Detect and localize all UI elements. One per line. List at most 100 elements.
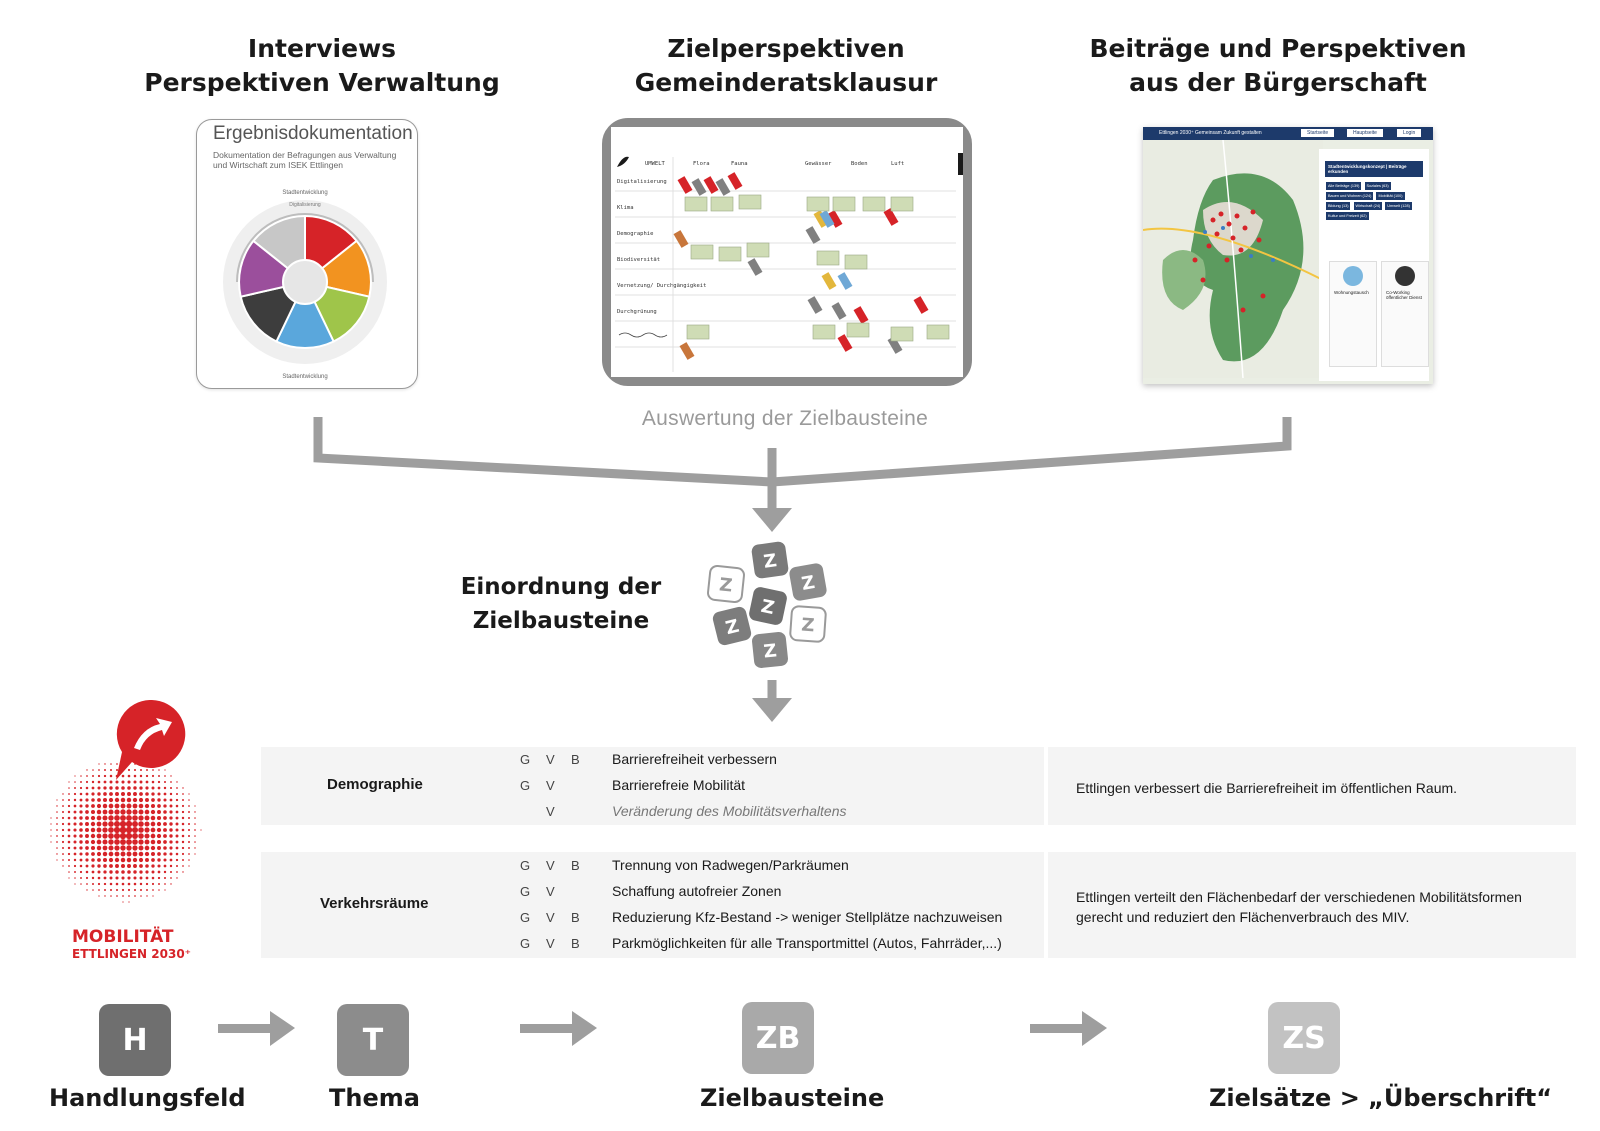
gvb-g: G — [520, 858, 531, 873]
label-thema: Thema — [329, 1084, 420, 1112]
z-tile: Z — [759, 596, 776, 619]
gvb-b: B — [571, 858, 580, 873]
gvb-b: B — [571, 936, 580, 951]
badge-zielsaetze: ZS — [1268, 1002, 1340, 1074]
logo-line2: ETTLINGEN 2030⁺ — [72, 947, 191, 961]
mobilitaet-ettlingen-logo-mark — [50, 700, 202, 903]
board-column-gewaesser: Gewässer — [805, 161, 832, 167]
z-tile: Z — [762, 550, 778, 573]
z-tile: Z — [723, 616, 741, 640]
map-card-label: Wohnungstausch — [1334, 290, 1369, 295]
board-column-boden: Boden — [851, 161, 868, 167]
map-filter-chip[interactable]: Bildung (13) — [1326, 202, 1351, 210]
ergebnisdokumentation-thumbnail: Ergebnisdokumentation Dokumentation der … — [196, 119, 418, 389]
down-arrow-middle — [752, 698, 792, 722]
map-filter-chip[interactable]: Soziales (63) — [1364, 182, 1391, 190]
ring-inner-label: Digitalisierung — [289, 202, 321, 208]
zielbaustein: Schaffung autofreier Zonen — [612, 883, 782, 899]
stadtentwicklung-wheel: Stadtentwicklung Digitalisierung Stadten… — [223, 190, 387, 380]
doc-subtitle: Dokumentation der Befragungen aus Verwal… — [213, 150, 397, 170]
board-column-fauna: Fauna — [731, 161, 748, 167]
z-tile: Z — [763, 640, 778, 662]
map-filter-chip[interactable]: Kultur und Freizeit (62) — [1326, 212, 1369, 220]
gvb-b: B — [571, 910, 580, 925]
board-row-vernetzung: Vernetzung/ Durchgängigkeit — [617, 283, 706, 289]
board-row-klima: Klima — [617, 205, 634, 211]
zielbaustein: Barrierefreiheit verbessern — [612, 751, 777, 767]
map-filter-chip[interactable]: Mobilität (100) — [1376, 192, 1405, 200]
badge-zielbausteine: ZB — [742, 1002, 814, 1074]
thema-verkehrsraeume: Verkehrsräume — [320, 895, 429, 912]
map-card-coworking[interactable]: Co-Working öffentlicher Dienst — [1381, 261, 1429, 367]
map-filter-chip[interactable]: Umwelt (128) — [1385, 202, 1412, 210]
gvb-v: V — [546, 936, 555, 951]
map-nav-login[interactable]: Login — [1397, 129, 1422, 137]
board-row-demographie: Demographie — [617, 231, 653, 237]
house-icon — [1343, 266, 1363, 286]
zielsatz-verkehrsraeume: Ettlingen verteilt den Flächenbedarf der… — [1076, 889, 1522, 925]
gemeinderatsklausur-tablet: UMWELT Flora Fauna Gewässer Boden Luft D… — [602, 118, 972, 386]
z-tile-outline: Z — [801, 615, 815, 637]
map-card-wohnungstausch[interactable]: Wohnungstausch — [1329, 261, 1377, 367]
gvb-v: V — [546, 752, 555, 767]
board-column-luft: Luft — [891, 161, 904, 167]
map-card-label: Co-Working öffentlicher Dienst — [1386, 290, 1422, 300]
source-title-interviews: Interviews Perspektiven Verwaltung — [144, 34, 500, 97]
badge-handlungsfeld: H — [99, 1004, 171, 1076]
source-title-gemeinderat: Zielperspektiven Gemeinderatsklausur — [634, 34, 938, 97]
down-arrow-top — [752, 508, 792, 532]
map-app-header: Ettlingen 2030⁺ Gemeinsam Zukunft gestal… — [1143, 127, 1433, 140]
thema-demographie: Demographie — [327, 776, 423, 793]
gvb-g: G — [520, 936, 531, 951]
zielbausteine-band-demographie — [261, 747, 1044, 825]
zielsatz-band-demographie — [1048, 747, 1576, 825]
board-row-biodiversitaet: Biodiversität — [617, 257, 660, 263]
map-filter-list: Alle Beiträge (139) Soziales (63) Bauen … — [1325, 181, 1423, 221]
badge-thema: T — [337, 1004, 409, 1076]
zielbaustein: Trennung von Radwegen/Parkräumen — [612, 857, 849, 873]
map-nav-hauptseite[interactable]: Hauptseite — [1347, 129, 1383, 137]
gvb-v: V — [546, 910, 555, 925]
gvb-v: V — [546, 858, 555, 873]
doc-title: Ergebnisdokumentation — [213, 123, 413, 144]
zielsatz-demographie: Ettlingen verbessert die Barrierefreihei… — [1076, 780, 1458, 796]
label-zielsaetze: Zielsätze > „Überschrift“ — [1209, 1084, 1553, 1112]
map-filter-chip[interactable]: Bauen und Wohnen (124) — [1326, 192, 1374, 200]
label-zielbausteine: Zielbausteine — [700, 1084, 885, 1112]
einordnung-title: Einordnung der Zielbausteine — [460, 574, 662, 634]
auswertung-caption: Auswertung der Zielbausteine — [641, 407, 929, 430]
zielsatz-band-verkehrsraeume — [1048, 852, 1576, 958]
label-handlungsfeld: Handlungsfeld — [49, 1084, 246, 1112]
board-column-umwelt: UMWELT — [645, 161, 666, 167]
zielbausteine-band-verkehrsraeume — [261, 852, 1044, 958]
zielbaustein: Veränderung des Mobilitätsverhaltens — [612, 803, 847, 819]
map-filter-chip[interactable]: Wirtschaft (24) — [1353, 202, 1383, 210]
map-app-title: Ettlingen 2030⁺ Gemeinsam Zukunft gestal… — [1159, 130, 1262, 136]
z-tile: Z — [800, 572, 817, 595]
buergerbeteiligung-map-thumbnail: Ettlingen 2030⁺ Gemeinsam Zukunft gestal… — [1143, 127, 1433, 384]
board-row-durchgruenung: Durchgrünung — [617, 309, 657, 315]
ring-bottom-label: Stadtentwicklung — [282, 374, 327, 380]
map-side-panel: Stadtentwicklungskonzept | Beiträge erku… — [1319, 149, 1429, 381]
gvb-g: G — [520, 910, 531, 925]
source-title-buergerschaft: Beiträge und Perspektiven aus der Bürger… — [1089, 34, 1467, 97]
city-map — [1143, 140, 1323, 378]
gvb-v: V — [546, 804, 555, 819]
zielbausteine-cluster: Z Z Z Z Z Z Z — [707, 541, 827, 668]
board-column-flora: Flora — [693, 161, 710, 167]
gvb-v: V — [546, 778, 555, 793]
map-nav-startseite[interactable]: Startseite — [1301, 129, 1335, 137]
map-filter-chip[interactable]: Alle Beiträge (139) — [1326, 182, 1362, 190]
gvb-v: V — [546, 884, 555, 899]
gvb-b: B — [571, 752, 580, 767]
gvb-g: G — [520, 752, 531, 767]
logo-line1: MOBILITÄT — [72, 927, 174, 947]
zielbaustein: Parkmöglichkeiten für alle Transportmitt… — [612, 935, 1002, 951]
gvb-g: G — [520, 884, 531, 899]
map-panel-title: Stadtentwicklungskonzept | Beiträge erku… — [1325, 161, 1423, 177]
zielbaustein: Reduzierung Kfz-Bestand -> weniger Stell… — [612, 909, 1003, 925]
z-tile-outline: Z — [718, 574, 733, 596]
euro-icon — [1395, 266, 1415, 286]
zielbaustein: Barrierefreie Mobilität — [612, 777, 746, 793]
